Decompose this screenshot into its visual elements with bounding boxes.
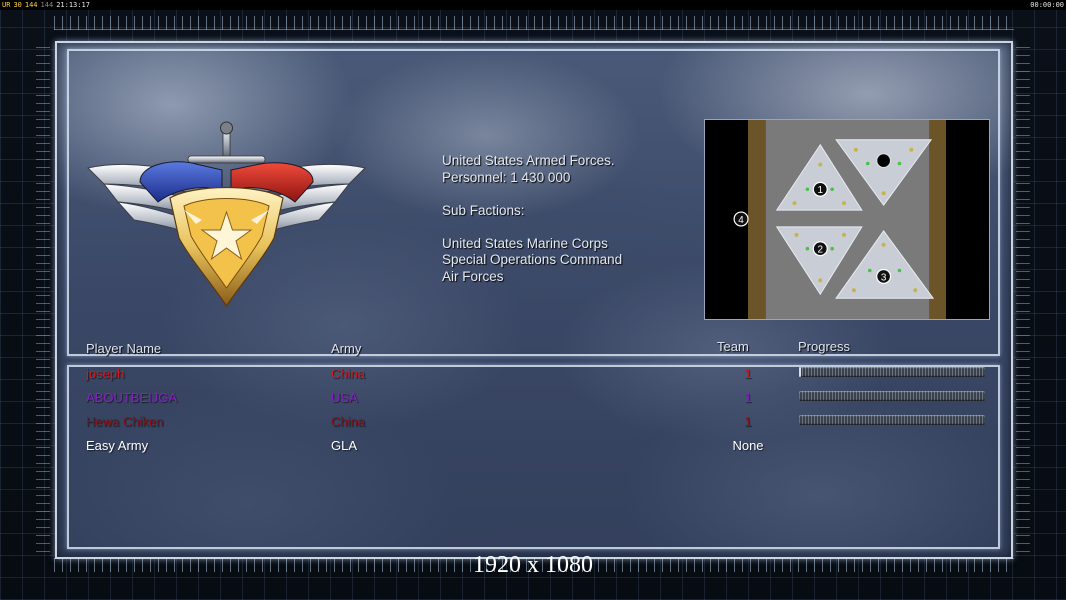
player-name: ABOUTBEIJGA [86, 390, 178, 405]
player-progress-bar [799, 367, 985, 377]
stat-3: 144 [24, 1, 38, 9]
player-army: GLA [331, 438, 358, 453]
player-name: joseph [86, 366, 125, 381]
sub-faction-item: Air Forces [442, 268, 504, 284]
sub-faction-item: United States Marine Corps [442, 235, 608, 251]
start-position-4: 4 [738, 215, 744, 226]
player-name: Hewa Chiken [86, 414, 164, 429]
player-army: China [331, 414, 365, 429]
resolution-label: 1920 x 1080 [473, 552, 593, 578]
stat-4: 144 [40, 1, 54, 9]
player-team: 1 [744, 390, 752, 405]
header-player-name: Player Name [86, 341, 162, 356]
player-army: China [331, 366, 365, 381]
player-name: Easy Army [86, 438, 149, 453]
header-progress: Progress [798, 339, 851, 354]
faction-name: United States Armed Forces. [442, 153, 615, 168]
stat-1: UR [2, 1, 11, 9]
faction-info: United States Armed Forces. Personnel: 1… [442, 153, 672, 285]
player-panel [67, 365, 1000, 549]
player-team: 1 [744, 366, 752, 381]
header-army: Army [331, 341, 362, 356]
faction-personnel: Personnel: 1 430 000 [442, 169, 571, 185]
faction-panel [67, 49, 1000, 356]
winged-shield-eagle-emblem-icon [87, 121, 366, 308]
player-progress-bar [799, 415, 985, 425]
spacer-line [442, 219, 672, 236]
sub-faction-item: Special Operations Command [442, 252, 623, 267]
player-progress-bar [799, 391, 985, 401]
map-preview-icon: 1 2 3 4 [704, 119, 990, 320]
player-team: None [732, 438, 764, 453]
stat-2: 30 [13, 1, 22, 9]
start-position-3: 3 [881, 272, 887, 283]
header-team: Team [717, 339, 749, 354]
ruler-right [1016, 40, 1030, 552]
clock-right: 00:00:00 [1030, 1, 1064, 9]
sub-factions-heading: Sub Factions: [442, 202, 525, 218]
player-team: 1 [744, 414, 752, 429]
ruler-left [36, 40, 50, 552]
ruler-top [54, 16, 1014, 30]
player-army: USA [331, 390, 358, 405]
clock-left: 21:13:17 [56, 1, 90, 9]
start-position-2: 2 [818, 245, 824, 256]
spacer-line [442, 186, 672, 203]
start-position-1: 1 [818, 185, 824, 196]
